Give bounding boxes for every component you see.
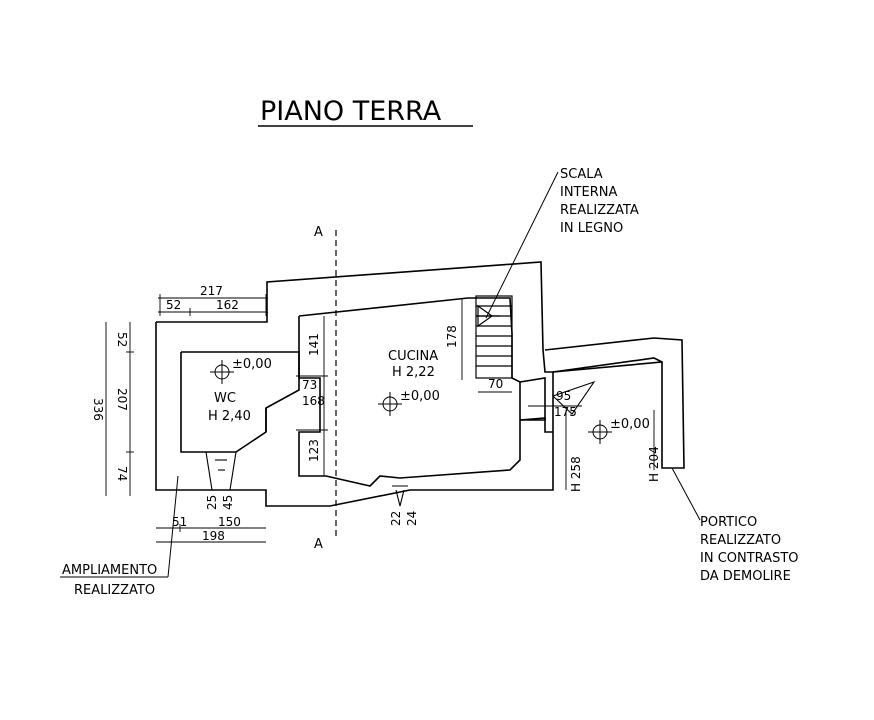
ampliamento-leader xyxy=(167,475,179,578)
kitchen-bottom-opening xyxy=(392,485,408,507)
outer-wall-main xyxy=(155,261,554,507)
svg-text:REALIZZATA: REALIZZATA xyxy=(560,203,639,218)
wc-window xyxy=(205,451,237,491)
dim-left-52: 52 xyxy=(115,332,129,347)
note-ampliamento: AMPLIAMENTO REALIZZATO xyxy=(60,563,168,598)
room-height-cucina: H 2,22 xyxy=(392,365,435,380)
level-label-kitchen: ±0,00 xyxy=(400,389,440,404)
svg-text:INTERNA: INTERNA xyxy=(560,185,617,200)
plan-title: PIANO TERRA xyxy=(260,96,442,127)
svg-text:IN CONTRASTO: IN CONTRASTO xyxy=(700,551,799,566)
dim-bottom-22: 22 xyxy=(389,511,403,526)
dim-top-52: 52 xyxy=(166,298,181,312)
dim-wall-168: 168 xyxy=(302,394,325,408)
dim-bottom-198: 198 xyxy=(202,529,225,543)
svg-text:REALIZZATO: REALIZZATO xyxy=(700,533,781,548)
level-marker-kitchen xyxy=(378,392,402,416)
note-portico: PORTICO REALIZZATO IN CONTRASTO DA DEMOL… xyxy=(700,515,799,584)
svg-text:AMPLIAMENTO: AMPLIAMENTO xyxy=(62,563,157,578)
dim-left-336: 336 xyxy=(91,398,105,421)
portico-leader xyxy=(671,467,701,521)
dim-left-74: 74 xyxy=(115,466,129,481)
room-name-cucina: CUCINA xyxy=(388,349,438,364)
level-marker-wc xyxy=(210,360,234,384)
dim-stair-70: 70 xyxy=(488,377,503,391)
svg-text:IN LEGNO: IN LEGNO xyxy=(560,221,623,236)
svg-text:REALIZZATO: REALIZZATO xyxy=(74,583,155,598)
dim-bottom-24: 24 xyxy=(405,511,419,526)
svg-text:DA DEMOLIRE: DA DEMOLIRE xyxy=(700,569,791,584)
stair-leader xyxy=(485,171,559,319)
dim-h258: H 258 xyxy=(569,456,583,492)
svg-text:PORTICO: PORTICO xyxy=(700,515,757,530)
dim-h204: H 204 xyxy=(647,446,661,482)
dimension-lines xyxy=(105,294,655,543)
level-label-wc: ±0,00 xyxy=(232,357,272,372)
dim-bottom-51: 51 xyxy=(172,515,187,529)
dim-door-175: 175 xyxy=(554,405,577,419)
dim-bottom-150: 150 xyxy=(218,515,241,529)
level-label-portico: ±0,00 xyxy=(610,417,650,432)
note-scala: SCALA INTERNA REALIZZATA IN LEGNO xyxy=(560,167,639,236)
section-mark-top: A xyxy=(314,225,323,240)
inner-wall-portico xyxy=(552,357,663,373)
dim-door-95: 95 xyxy=(556,389,571,403)
dim-top-217: 217 xyxy=(200,284,223,298)
section-mark-bottom: A xyxy=(314,537,323,552)
portico-door xyxy=(551,380,596,415)
dim-wall-141: 141 xyxy=(307,333,321,356)
room-name-wc: WC xyxy=(214,391,236,406)
svg-text:SCALA: SCALA xyxy=(560,167,603,182)
dim-bottom-25: 25 xyxy=(205,495,219,510)
dim-left-207: 207 xyxy=(115,388,129,411)
dim-bottom-45: 45 xyxy=(221,495,235,510)
room-height-wc: H 2,40 xyxy=(208,409,251,424)
dim-wall-123: 123 xyxy=(307,439,321,462)
dim-wall-73: 73 xyxy=(302,378,317,392)
dim-stair-178: 178 xyxy=(445,325,459,348)
level-marker-portico xyxy=(588,420,612,444)
staircase xyxy=(475,295,513,379)
dim-top-162: 162 xyxy=(216,298,239,312)
